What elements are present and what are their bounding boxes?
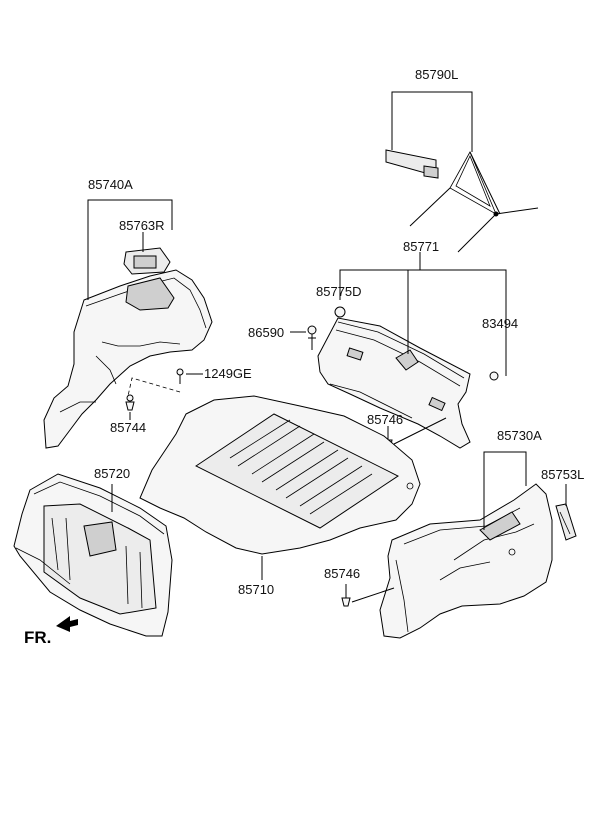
clip-85746-lower (341, 597, 351, 607)
label-85744: 85744 (110, 420, 146, 435)
bolt-86590 (307, 325, 317, 350)
label-83494: 83494 (482, 316, 518, 331)
leader-85740A (87, 199, 173, 300)
label-1249GE: 1249GE (204, 366, 252, 381)
bolt-1249GE (176, 368, 184, 384)
clip-85744 (125, 394, 135, 411)
seat-back-cover (13, 473, 173, 637)
label-85763R: 85763R (119, 218, 165, 233)
label-85775D: 85775D (316, 284, 362, 299)
cap-85775D (334, 306, 346, 318)
label-85753L: 85753L (541, 467, 584, 482)
leader-85771 (339, 269, 507, 376)
warning-triangle-kit (385, 149, 539, 253)
front-arrow-icon (56, 616, 78, 632)
label-85746-lower: 85746 (324, 566, 360, 581)
front-label: FR. (24, 628, 51, 647)
leader-85746-upper-link (393, 417, 447, 445)
label-85710: 85710 (238, 582, 274, 597)
85763R-bracket (123, 247, 171, 275)
right-wheelhouse-trim (379, 483, 553, 639)
label-85746-upper: 85746 (367, 412, 403, 427)
label-85771: 85771 (403, 239, 439, 254)
label-86590: 86590 (248, 325, 284, 340)
label-85720: 85720 (94, 466, 130, 481)
label-85730A: 85730A (497, 428, 542, 443)
label-85790L: 85790L (415, 67, 458, 82)
leader-85730A (483, 451, 527, 530)
leader-85790L (391, 91, 473, 152)
rear-transverse-trim (317, 317, 471, 449)
leader-1249GE-dash (127, 377, 181, 397)
luggage-floor-covering (139, 395, 421, 555)
cover-85753L (555, 503, 577, 541)
label-85740A: 85740A (88, 177, 133, 192)
leader-85746-lower-link (351, 587, 395, 603)
left-wheelhouse-trim (43, 269, 213, 449)
clip-83494 (489, 371, 499, 381)
floor-ribs (229, 419, 373, 515)
